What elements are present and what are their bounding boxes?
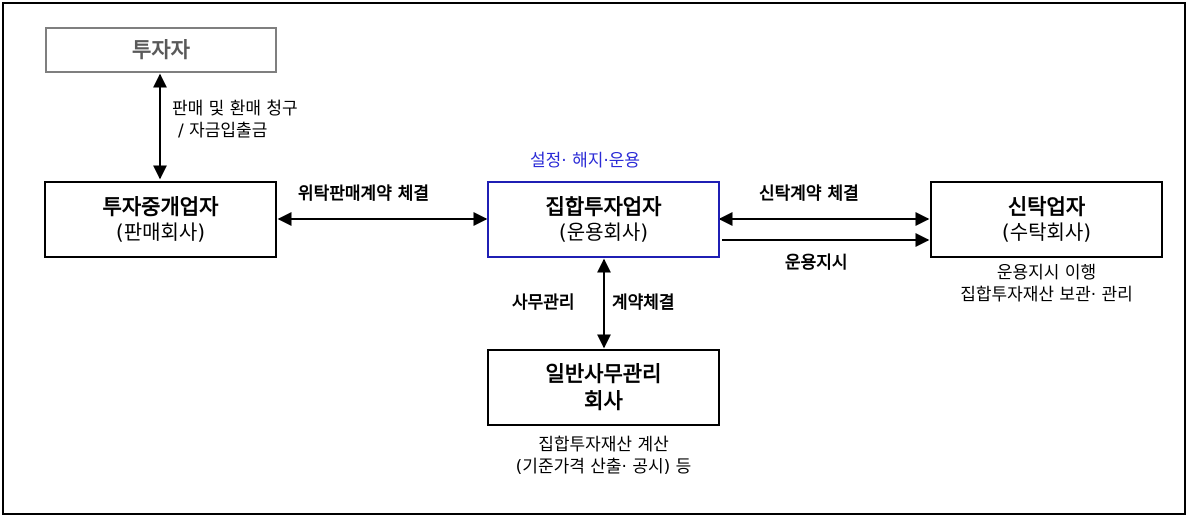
- investor-box: 투자자: [45, 27, 277, 73]
- diagram-frame: [2, 2, 1186, 515]
- admin-desc-line2: (기준가격 산출· 공시) 등: [515, 457, 692, 478]
- contract-signed-label: 계약체결: [612, 293, 675, 313]
- manager-title: 집합투자업자: [545, 194, 662, 219]
- admin-description: 집합투자재산 계산 (기준가격 산출· 공시) 등: [467, 434, 740, 478]
- manager-subtitle: (운용회사): [558, 220, 649, 245]
- consignment-contract-label: 위탁판매계약 체결: [298, 184, 430, 204]
- broker-subtitle: (판매회사): [115, 220, 206, 245]
- manager-box: 집합투자업자 (운용회사): [487, 181, 720, 258]
- trustee-box: 신탁업자 (수탁회사): [930, 181, 1163, 258]
- setup-ops-label: 설정· 해지·운용: [530, 151, 641, 171]
- broker-box: 투자중개업자 (판매회사): [44, 181, 277, 258]
- admin-box: 일반사무관리 회사: [487, 349, 720, 426]
- investor-title: 투자자: [132, 37, 190, 62]
- admin-desc-line1: 집합투자재산 계산: [538, 435, 669, 455]
- broker-title: 투자중개업자: [102, 194, 219, 219]
- trustee-description: 운용지시 이행 집합투자재산 보관· 관리: [930, 262, 1163, 306]
- sales-redemption-label: 판매 및 환매 청구 / 자금입출금: [172, 98, 298, 142]
- admin-mgmt-label: 사무관리: [512, 293, 575, 313]
- trust-contract-label: 신탁계약 체결: [759, 184, 859, 204]
- operation-instruction-label: 운용지시: [785, 253, 848, 273]
- sales-redemption-line1: 판매 및 환매 청구: [172, 99, 298, 119]
- trustee-title: 신탁업자: [1007, 194, 1086, 219]
- sales-redemption-line2: / 자금입출금: [178, 121, 268, 142]
- trustee-subtitle: (수탁회사): [1001, 220, 1092, 245]
- admin-title-line2: 회사: [584, 388, 623, 413]
- trustee-desc-line1: 운용지시 이행: [996, 263, 1097, 283]
- trustee-desc-line2: 집합투자재산 보관· 관리: [960, 285, 1133, 306]
- admin-title-line1: 일반사무관리: [545, 362, 662, 387]
